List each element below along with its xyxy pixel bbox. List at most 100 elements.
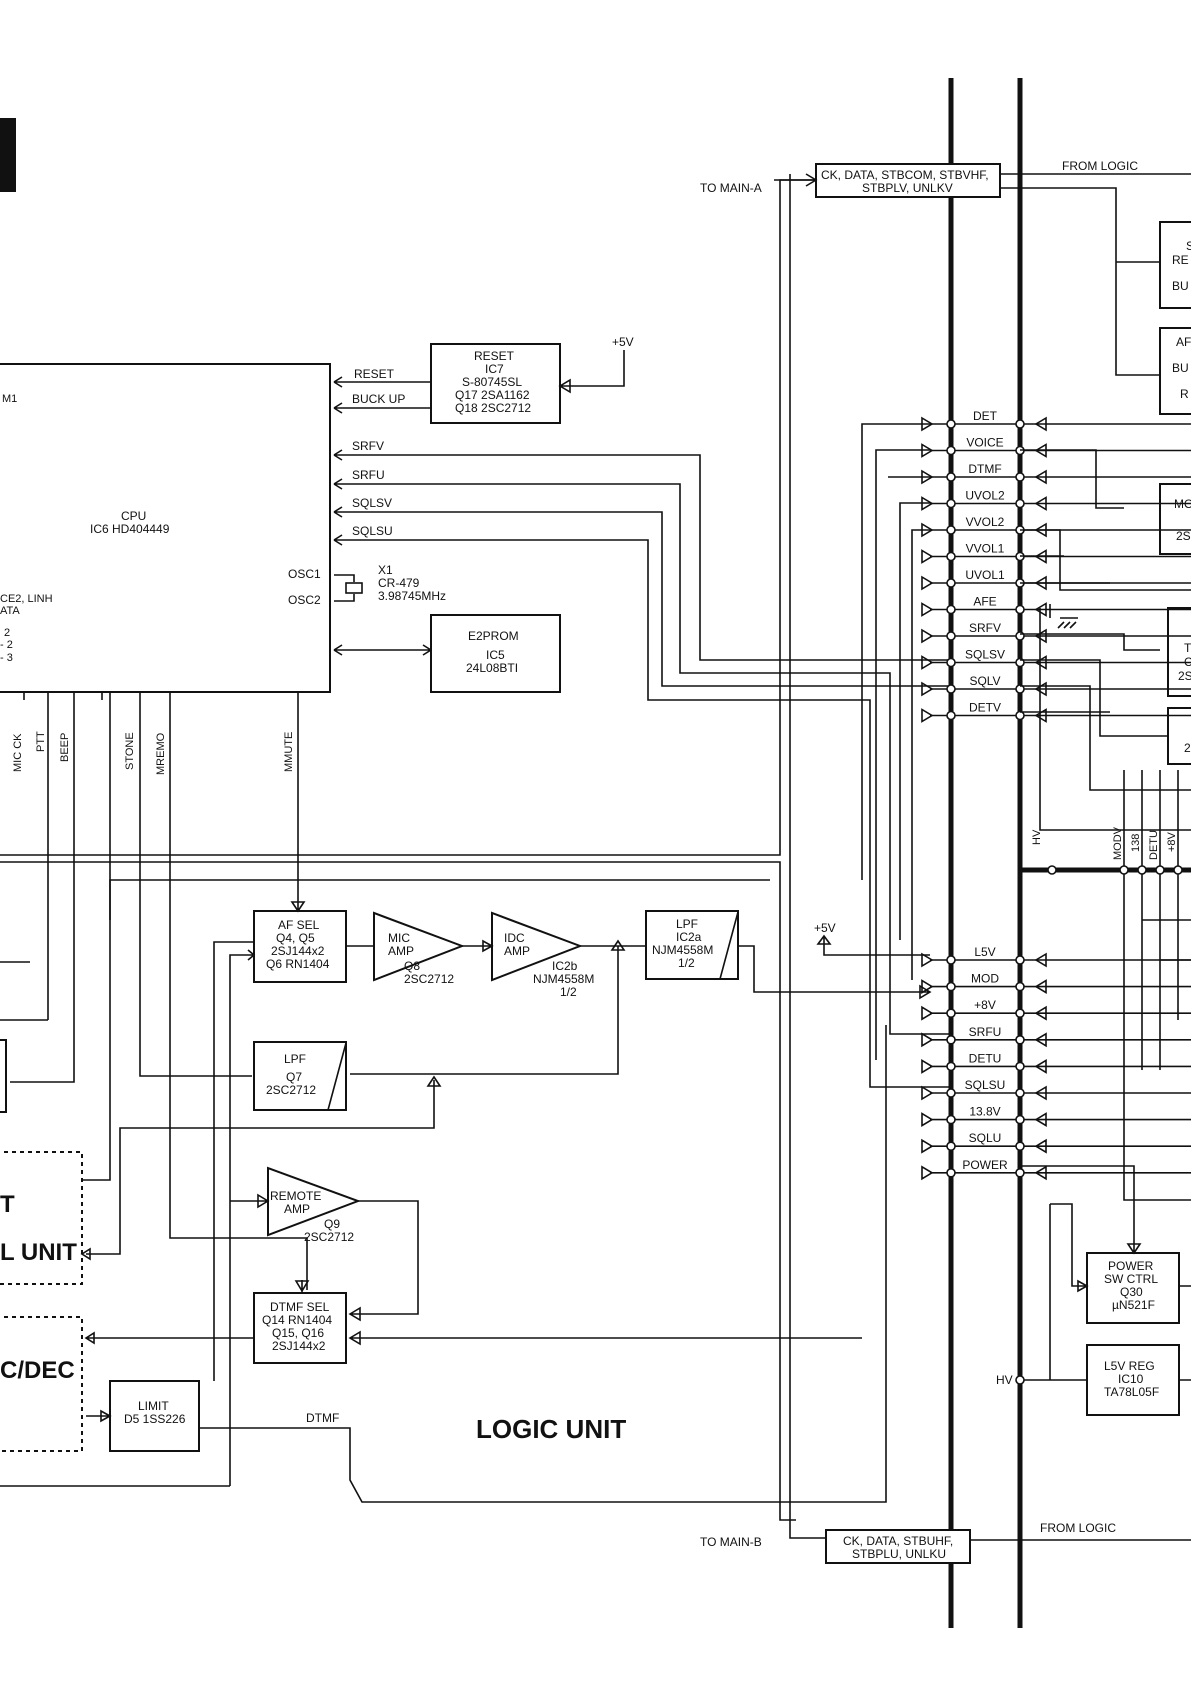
- connector-top-node-4-0: [946, 525, 956, 535]
- connector-top-node-11-0: [946, 710, 956, 721]
- af-sel-line-0: AF SEL: [278, 918, 320, 932]
- mmute-arrow: [290, 900, 306, 913]
- idc-amp-part-1: NJM4558M: [533, 972, 594, 986]
- lpf1-line-2: NJM4558M: [652, 943, 713, 957]
- connector-top-node-7-0: [946, 604, 956, 615]
- cpu-right-pins: RESET BUCK UP SRFV SRFU SQLSV SQLSU OSC1…: [288, 367, 405, 607]
- cpu-name: CPU: [121, 509, 146, 523]
- right-partial-box-c: [1159, 483, 1191, 555]
- node-hv-bottom: [1015, 1375, 1025, 1385]
- dtmf-sel-line-0: DTMF SEL: [270, 1300, 330, 1314]
- connector-top-label-8: SRFV: [969, 621, 1001, 635]
- remote-amp-label-1: AMP: [284, 1202, 310, 1216]
- right-partial-b-1: BU: [1172, 361, 1189, 375]
- connector-top-node-10-0: [946, 684, 956, 694]
- connector-top-label-11: DETV: [969, 701, 1001, 715]
- connector-bottom-arrow-5: [921, 1085, 1047, 1101]
- osc2-wire: [334, 594, 355, 602]
- bus-a-line-0: CK, DATA, STBCOM, STBVHF,: [821, 168, 989, 182]
- pin-sqlsu: SQLSU: [352, 524, 393, 538]
- cpu-bottom-pins: MIC CK PTT BEEP STONE MREMO MMUTE: [12, 731, 295, 775]
- plus5v-wire-b: [816, 934, 930, 956]
- crystal-line-0: X1: [378, 563, 393, 577]
- pin-buck-up: BUCK UP: [352, 392, 405, 406]
- connector-top-node-9-0: [946, 657, 956, 668]
- connector-bottom-label-8: POWER: [962, 1158, 1008, 1172]
- connector-bottom-node-4-1: [1015, 1061, 1025, 1072]
- lpf1-line-1: IC2a: [676, 930, 702, 944]
- pin-osc2: OSC2: [288, 593, 321, 607]
- bus-a-box: [815, 163, 1001, 198]
- node-hv: [1047, 865, 1057, 875]
- power-sw-line-1: SW CTRL: [1104, 1272, 1158, 1286]
- left-feed-wire-1: [80, 879, 770, 1261]
- vertical-drop-wires: [1123, 770, 1191, 1201]
- hv-label-bottom: HV: [996, 1373, 1013, 1387]
- l5v-reg-line-2: TA78L05F: [1104, 1385, 1159, 1399]
- dtmf-sel-in-wire: [348, 1330, 862, 1346]
- right-partial-box-e: [1167, 707, 1191, 765]
- hv-label-top: HV: [1031, 829, 1043, 845]
- connector-bottom-arrow-0: [921, 952, 1047, 968]
- mic-to-idc-wire: [462, 939, 494, 953]
- connector-top-node-0-1: [1015, 419, 1025, 429]
- power-sw-line-0: POWER: [1108, 1259, 1154, 1273]
- l5v-reg-block: [1086, 1344, 1180, 1416]
- pin-osc1: OSC1: [288, 567, 321, 581]
- e2prom-block: [430, 614, 561, 693]
- right-partial-a-1: RE: [1172, 253, 1189, 267]
- left-unit-1-line-1: L UNIT: [0, 1239, 77, 1266]
- vert-label-3: +8V: [1166, 831, 1178, 852]
- connector-top-arrow-8: [921, 628, 1047, 644]
- dtmf-sel-line-1: Q14 RN1404: [262, 1313, 332, 1327]
- idc-amp-label-1: AMP: [504, 944, 530, 958]
- vertical-labels: MODV 138 DETU +8V: [1112, 826, 1178, 860]
- connector-bottom-node-1-1: [1015, 981, 1025, 992]
- connector-bottom-node-1-0: [946, 981, 956, 992]
- from-logic-top-wire: [1000, 173, 1191, 376]
- limit-line-0: LIMIT: [138, 1399, 169, 1413]
- connector-top-label-9: SQLSV: [965, 648, 1005, 662]
- connector-bottom-label-1: MOD: [971, 972, 999, 986]
- cpu-left-label-4: - 2: [0, 639, 13, 651]
- lpf1-line-3: 1/2: [678, 956, 695, 970]
- right-partial-a-0: S: [1186, 239, 1191, 253]
- connector-bottom-arrow-7: [921, 1138, 1047, 1154]
- connector-top-node-6-0: [946, 578, 956, 588]
- connector-bottom-arrow-2: [921, 1005, 1047, 1021]
- plus5v-label-a: +5V: [612, 335, 634, 349]
- connector-top-node-2-1: [1015, 472, 1025, 482]
- connector-bottom-node-3-1: [1015, 1035, 1025, 1045]
- connector-top-node-2-0: [946, 472, 956, 482]
- left-small-block: [0, 1039, 7, 1113]
- connector-top-label-1: VOICE: [966, 436, 1003, 450]
- connector-top-node-8-0: [946, 631, 956, 641]
- reset-wire: [333, 376, 431, 388]
- right-partial-box-a: [1159, 221, 1191, 309]
- connector-top-label-6: UVOL1: [965, 568, 1005, 582]
- gnd-symbol: [1049, 604, 1078, 629]
- osc1-wire: [334, 574, 355, 582]
- cpu-left-label-3: 2: [4, 627, 10, 639]
- dtmf-sel-top-wire: [294, 1280, 310, 1293]
- limit-up-wire: [213, 941, 254, 1381]
- connector-top-node-3-0: [946, 498, 956, 509]
- srfu-wire: [333, 478, 950, 1035]
- power-sw-line-3: µN521F: [1112, 1298, 1155, 1312]
- left-feed-wire-2: [0, 961, 48, 1021]
- l5v-reg-line-0: L5V REG: [1104, 1359, 1155, 1373]
- connector-bottom-node-5-1: [1015, 1088, 1025, 1098]
- buckup-wire: [333, 402, 431, 414]
- right-partial-b-0: AF: [1176, 335, 1191, 349]
- connector-top-node-3-1: [1015, 498, 1025, 509]
- connector-bottom-label-7: SQLU: [969, 1131, 1002, 1145]
- power-sw-block: [1086, 1252, 1180, 1324]
- pin-beep: BEEP: [59, 733, 71, 762]
- cpu-part: IC6 HD404449: [90, 522, 170, 536]
- connector-bottom-label-3: SRFU: [969, 1025, 1002, 1039]
- reset-ic-block: [430, 343, 561, 424]
- connector-bottom-node-5-0: [946, 1088, 956, 1098]
- remote-amp-in-wire: [230, 1193, 270, 1209]
- connector-bottom-node-7-0: [946, 1141, 956, 1151]
- connector-bottom-arrow-8: [921, 1165, 1047, 1181]
